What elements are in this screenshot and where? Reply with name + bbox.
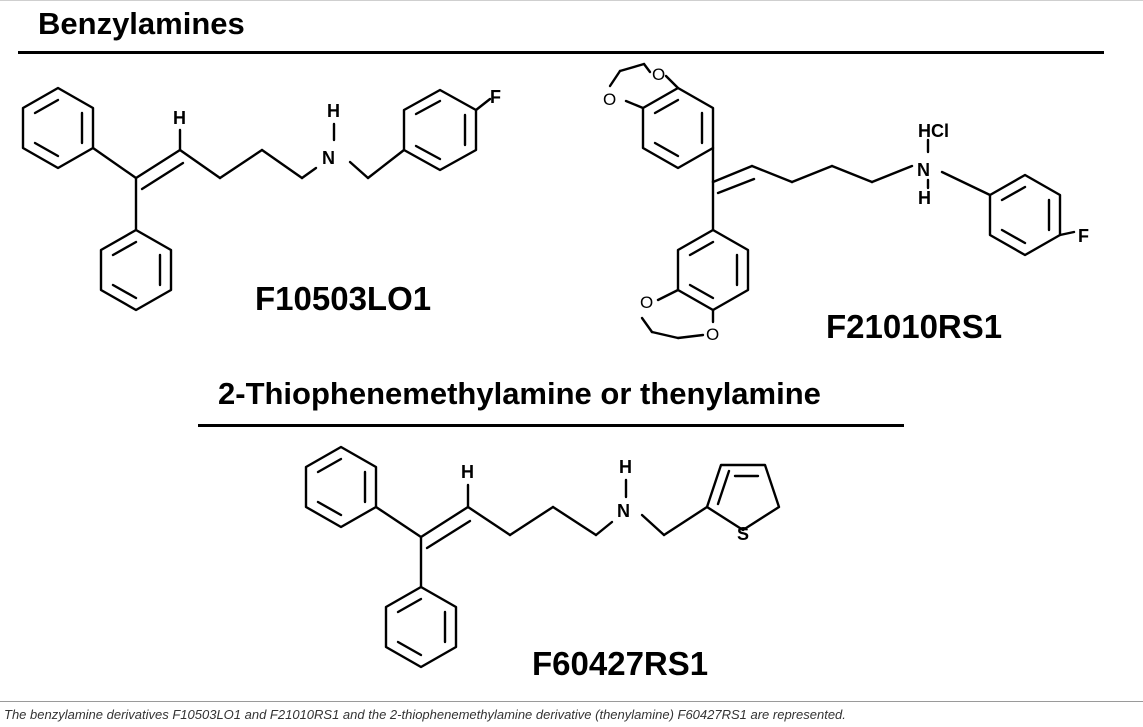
atom-n: N — [322, 148, 335, 168]
atom-h: H — [619, 457, 632, 477]
top-border — [0, 0, 1143, 5]
compound-label-f21010rs1: F21010RS1 — [826, 308, 1003, 345]
compound-label-f60427rs1: F60427RS1 — [532, 645, 709, 682]
compound-label-f10503lo1: F10503LO1 — [255, 280, 432, 317]
atom-o: O — [706, 325, 719, 344]
atom-s: S — [737, 524, 749, 544]
atom-f: F — [490, 87, 501, 107]
atom-n: N — [917, 160, 930, 180]
phenyl-ring — [304, 445, 378, 529]
atom-n: N — [617, 501, 630, 521]
section-rule-thiophene — [198, 424, 904, 427]
section-title-thiophene: 2-Thiophenemethylamine or thenylamine — [218, 376, 821, 411]
atom-o: O — [652, 65, 665, 84]
atom-f: F — [1078, 226, 1089, 246]
section-rule-benzylamines — [18, 51, 1104, 54]
atom-hcl: HCl — [918, 121, 949, 141]
phenyl-ring — [99, 228, 173, 312]
atom-o: O — [640, 293, 653, 312]
atom-h: H — [461, 462, 474, 482]
figure-caption: The benzylamine derivatives F10503LO1 an… — [4, 707, 846, 722]
atom-h: H — [173, 108, 186, 128]
atom-h: H — [327, 101, 340, 121]
section-title-benzylamines: Benzylamines — [38, 6, 245, 41]
phenyl-ring — [21, 86, 95, 170]
thiophene-ring — [705, 463, 781, 532]
atom-o: O — [603, 90, 616, 109]
caption-divider — [0, 701, 1143, 702]
atom-h: H — [918, 188, 931, 208]
phenyl-ring — [384, 585, 458, 669]
